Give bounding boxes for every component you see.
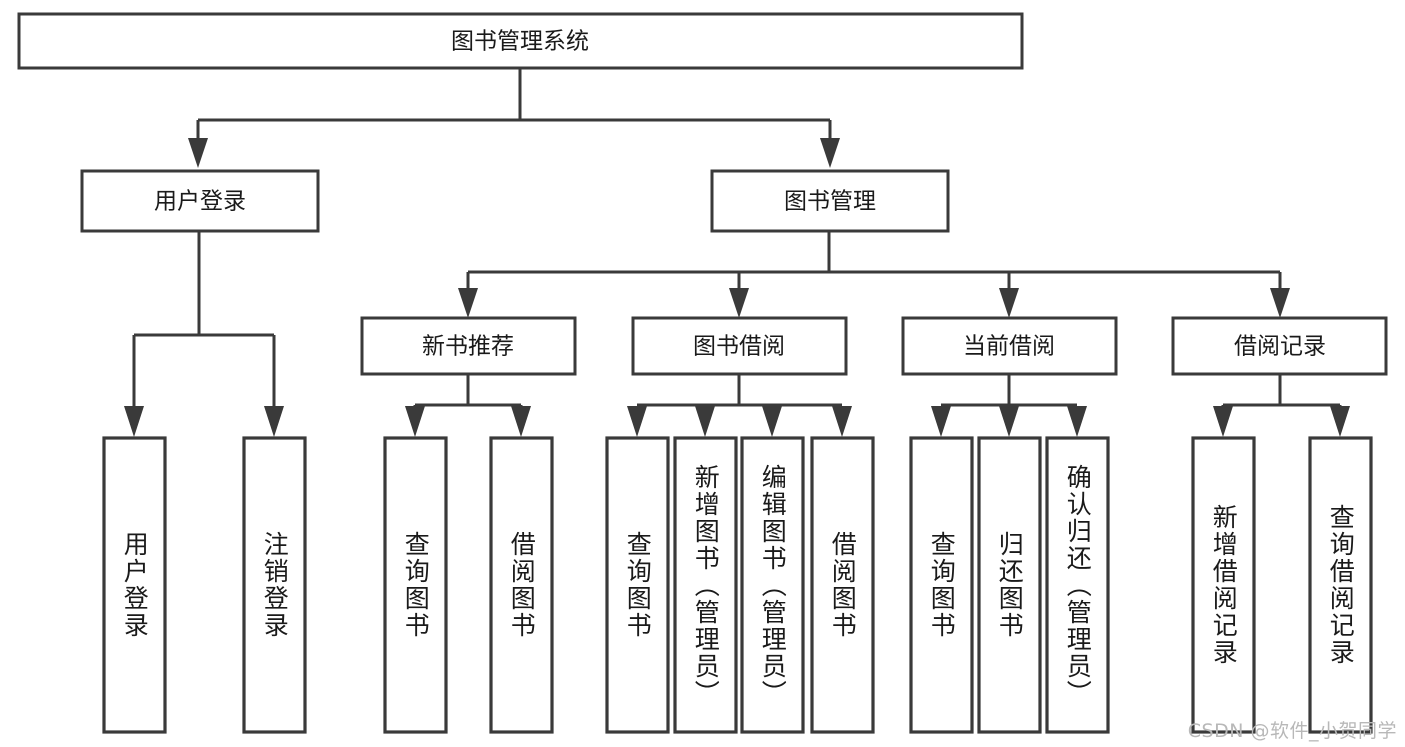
arrow-head-icon bbox=[999, 288, 1019, 318]
leaf-box[interactable] bbox=[605, 436, 670, 734]
leaf-box[interactable] bbox=[242, 436, 307, 734]
leaf-box[interactable] bbox=[102, 436, 167, 734]
arrow-head-icon bbox=[820, 138, 840, 168]
connector-userlogin-to-leaves bbox=[124, 232, 284, 437]
node-book-management-box bbox=[710, 169, 950, 233]
node-new-book-recommend-label: 新书推荐 bbox=[422, 334, 514, 360]
node-current-borrow[interactable]: 当前借阅 bbox=[901, 316, 1118, 376]
node-book-borrow[interactable]: 图书借阅 bbox=[631, 316, 848, 376]
watermark: CSDN @软件_小贺同学 bbox=[1187, 720, 1397, 742]
arrow-head-icon bbox=[264, 406, 284, 437]
arrow-head-icon bbox=[188, 138, 208, 168]
connector-currentborrow-to-leaves bbox=[931, 374, 1087, 437]
arrow-head-icon bbox=[627, 406, 647, 437]
node-book-borrow-label: 图书借阅 bbox=[693, 334, 785, 360]
node-borrow-record-label: 借阅记录 bbox=[1234, 334, 1326, 360]
node-user-login[interactable]: 用户登录 bbox=[80, 169, 320, 233]
connector-root-to-level2 bbox=[188, 68, 840, 168]
node-book-management[interactable]: 图书管理 bbox=[710, 169, 950, 233]
arrow-head-icon bbox=[405, 406, 425, 437]
node-new-book-recommend-box bbox=[360, 316, 577, 376]
arrow-head-icon bbox=[1213, 406, 1233, 437]
arrow-head-icon bbox=[124, 406, 144, 437]
arrow-head-icon bbox=[1270, 288, 1290, 318]
leaf-box[interactable] bbox=[383, 436, 448, 734]
connector-bookborrow-to-leaves bbox=[627, 374, 852, 437]
connector-newbook-to-leaves bbox=[405, 374, 531, 437]
leaf-box[interactable] bbox=[489, 436, 554, 734]
leaf-box[interactable] bbox=[1308, 436, 1373, 734]
node-root-label: 图书管理系统 bbox=[451, 29, 589, 55]
node-book-management-label: 图书管理 bbox=[784, 189, 876, 215]
node-user-login-box bbox=[80, 169, 320, 233]
leaf-box[interactable] bbox=[740, 436, 805, 734]
arrow-head-icon bbox=[458, 288, 478, 318]
arrow-head-icon bbox=[1067, 406, 1087, 437]
arrow-head-icon bbox=[729, 288, 749, 318]
leaf-box[interactable] bbox=[810, 436, 875, 734]
node-root-box bbox=[17, 12, 1024, 70]
leaf-box[interactable] bbox=[977, 436, 1042, 734]
node-user-login-label: 用户登录 bbox=[154, 189, 246, 215]
node-current-borrow-box bbox=[901, 316, 1118, 376]
node-new-book-recommend[interactable]: 新书推荐 bbox=[360, 316, 577, 376]
node-current-borrow-label: 当前借阅 bbox=[963, 334, 1055, 360]
arrow-head-icon bbox=[999, 406, 1019, 437]
arrow-head-icon bbox=[832, 406, 852, 437]
leaf-box[interactable] bbox=[1191, 436, 1256, 734]
node-borrow-record[interactable]: 借阅记录 bbox=[1171, 316, 1388, 376]
connector-borrowrecord-to-leaves bbox=[1213, 374, 1350, 437]
leaf-box[interactable] bbox=[1045, 436, 1110, 734]
node-root-system[interactable]: 图书管理系统 bbox=[17, 12, 1024, 70]
arrow-head-icon bbox=[931, 406, 951, 437]
node-borrow-record-box bbox=[1171, 316, 1388, 376]
arrow-head-icon bbox=[762, 406, 782, 437]
node-book-borrow-box bbox=[631, 316, 848, 376]
connector-bookmgmt-to-level3 bbox=[458, 232, 1290, 318]
arrow-head-icon bbox=[1330, 406, 1350, 437]
arrow-head-icon bbox=[511, 406, 531, 437]
arrow-head-icon bbox=[695, 406, 715, 437]
leaf-box[interactable] bbox=[909, 436, 974, 734]
leaf-box[interactable] bbox=[673, 436, 738, 734]
